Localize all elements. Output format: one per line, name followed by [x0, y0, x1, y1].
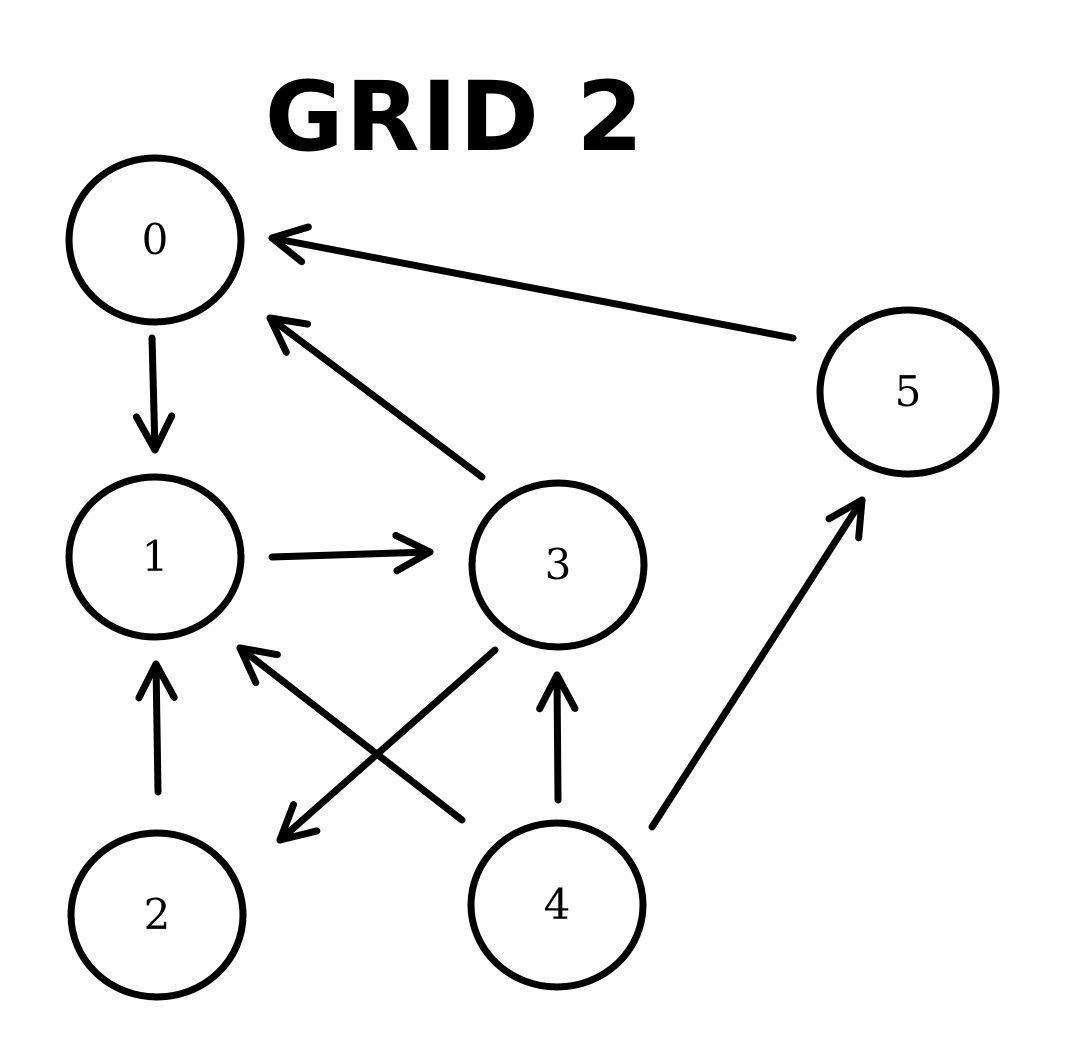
- edge-4-to-3: [536, 671, 579, 804]
- arrow-head-icon: [276, 800, 321, 844]
- node-3: 3: [468, 479, 648, 651]
- edges-layer: [132, 223, 866, 844]
- edge-2-to-1: [135, 660, 178, 796]
- edge-line: [148, 334, 159, 454]
- edge-line: [648, 496, 866, 831]
- edge-4-to-5: [648, 496, 866, 831]
- node-0: 0: [65, 154, 245, 326]
- node-circle: [467, 819, 647, 991]
- edge-line: [553, 671, 562, 804]
- edge-line: [268, 234, 797, 342]
- edge-3-to-0: [266, 314, 486, 481]
- edge-3-to-2: [276, 646, 499, 844]
- node-label: 1: [142, 532, 169, 581]
- nodes-layer: 0 1 2 3 4 5: [65, 154, 1000, 1001]
- edge-line: [152, 660, 162, 796]
- node-5: 5: [816, 306, 1000, 478]
- arrow-head-icon: [825, 496, 866, 542]
- node-circle: [65, 154, 245, 326]
- node-circle: [65, 473, 245, 641]
- node-circle: [816, 306, 1000, 478]
- node-4: 4: [467, 819, 647, 991]
- arrow-head-icon: [536, 671, 579, 713]
- node-2: 2: [67, 829, 247, 1001]
- edge-5-to-0: [268, 223, 797, 342]
- edge-line: [266, 314, 486, 481]
- node-label: 2: [144, 890, 171, 939]
- arrow-head-icon: [392, 531, 434, 575]
- arrow-head-icon: [236, 644, 281, 687]
- node-label: 0: [142, 215, 169, 264]
- node-label: 3: [545, 540, 572, 589]
- arrow-head-icon: [266, 314, 312, 356]
- node-circle: [468, 479, 648, 651]
- edge-1-to-3: [268, 531, 434, 575]
- arrow-head-icon: [135, 660, 178, 702]
- arrow-head-icon: [268, 223, 312, 266]
- diagram-title: GRID 2: [265, 61, 645, 173]
- edge-0-to-1: [132, 334, 176, 454]
- node-1: 1: [65, 473, 245, 641]
- node-label: 4: [544, 880, 571, 929]
- node-label: 5: [895, 367, 922, 416]
- arrow-head-icon: [132, 412, 176, 454]
- edge-4-to-1: [236, 644, 466, 824]
- edge-line: [236, 644, 466, 824]
- edge-line: [276, 646, 499, 844]
- node-circle: [67, 829, 247, 1001]
- edge-line: [268, 548, 434, 561]
